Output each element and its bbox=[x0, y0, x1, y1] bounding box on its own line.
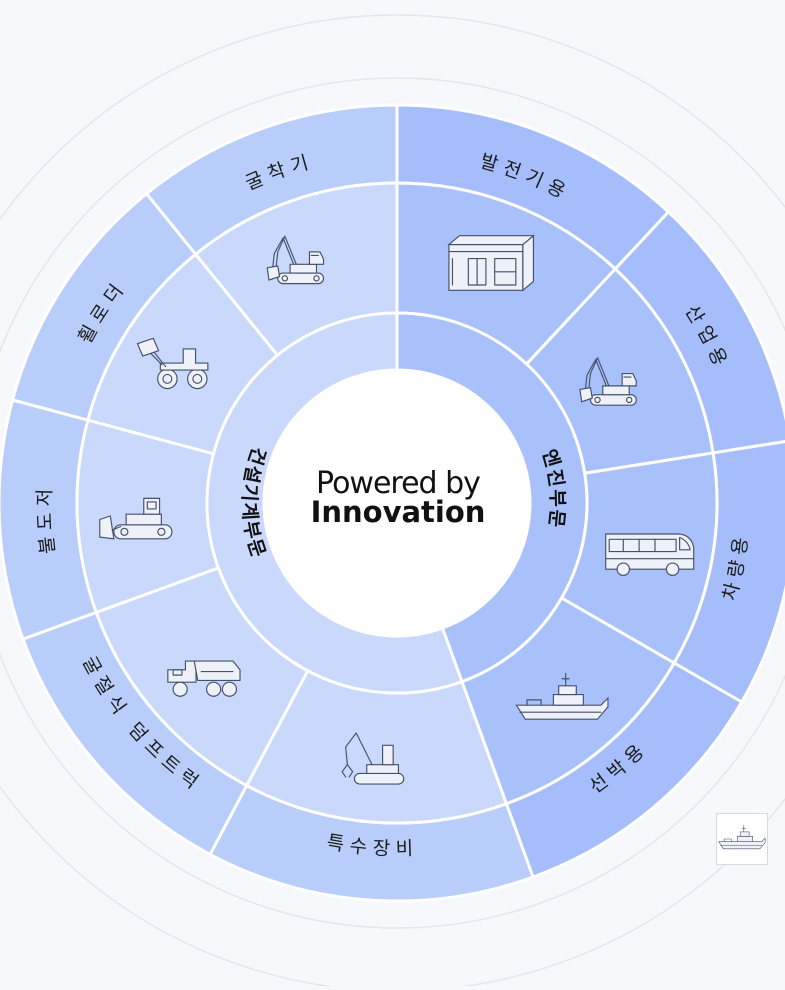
center-circle bbox=[264, 370, 530, 636]
bus-icon bbox=[605, 533, 695, 576]
generator-icon bbox=[448, 235, 535, 291]
center-line-1: Powered by bbox=[316, 466, 480, 501]
center-line-2: Innovation bbox=[311, 495, 486, 529]
guide-ring bbox=[0, 77, 785, 929]
guide-rings bbox=[0, 14, 785, 990]
segment-label-text: 불도저 bbox=[34, 482, 54, 555]
segment-label-bulldozer: 불도저 bbox=[34, 482, 60, 555]
ship-thumbnail-button[interactable] bbox=[716, 813, 768, 865]
ship-icon bbox=[718, 825, 766, 850]
guide-ring bbox=[0, 14, 785, 990]
